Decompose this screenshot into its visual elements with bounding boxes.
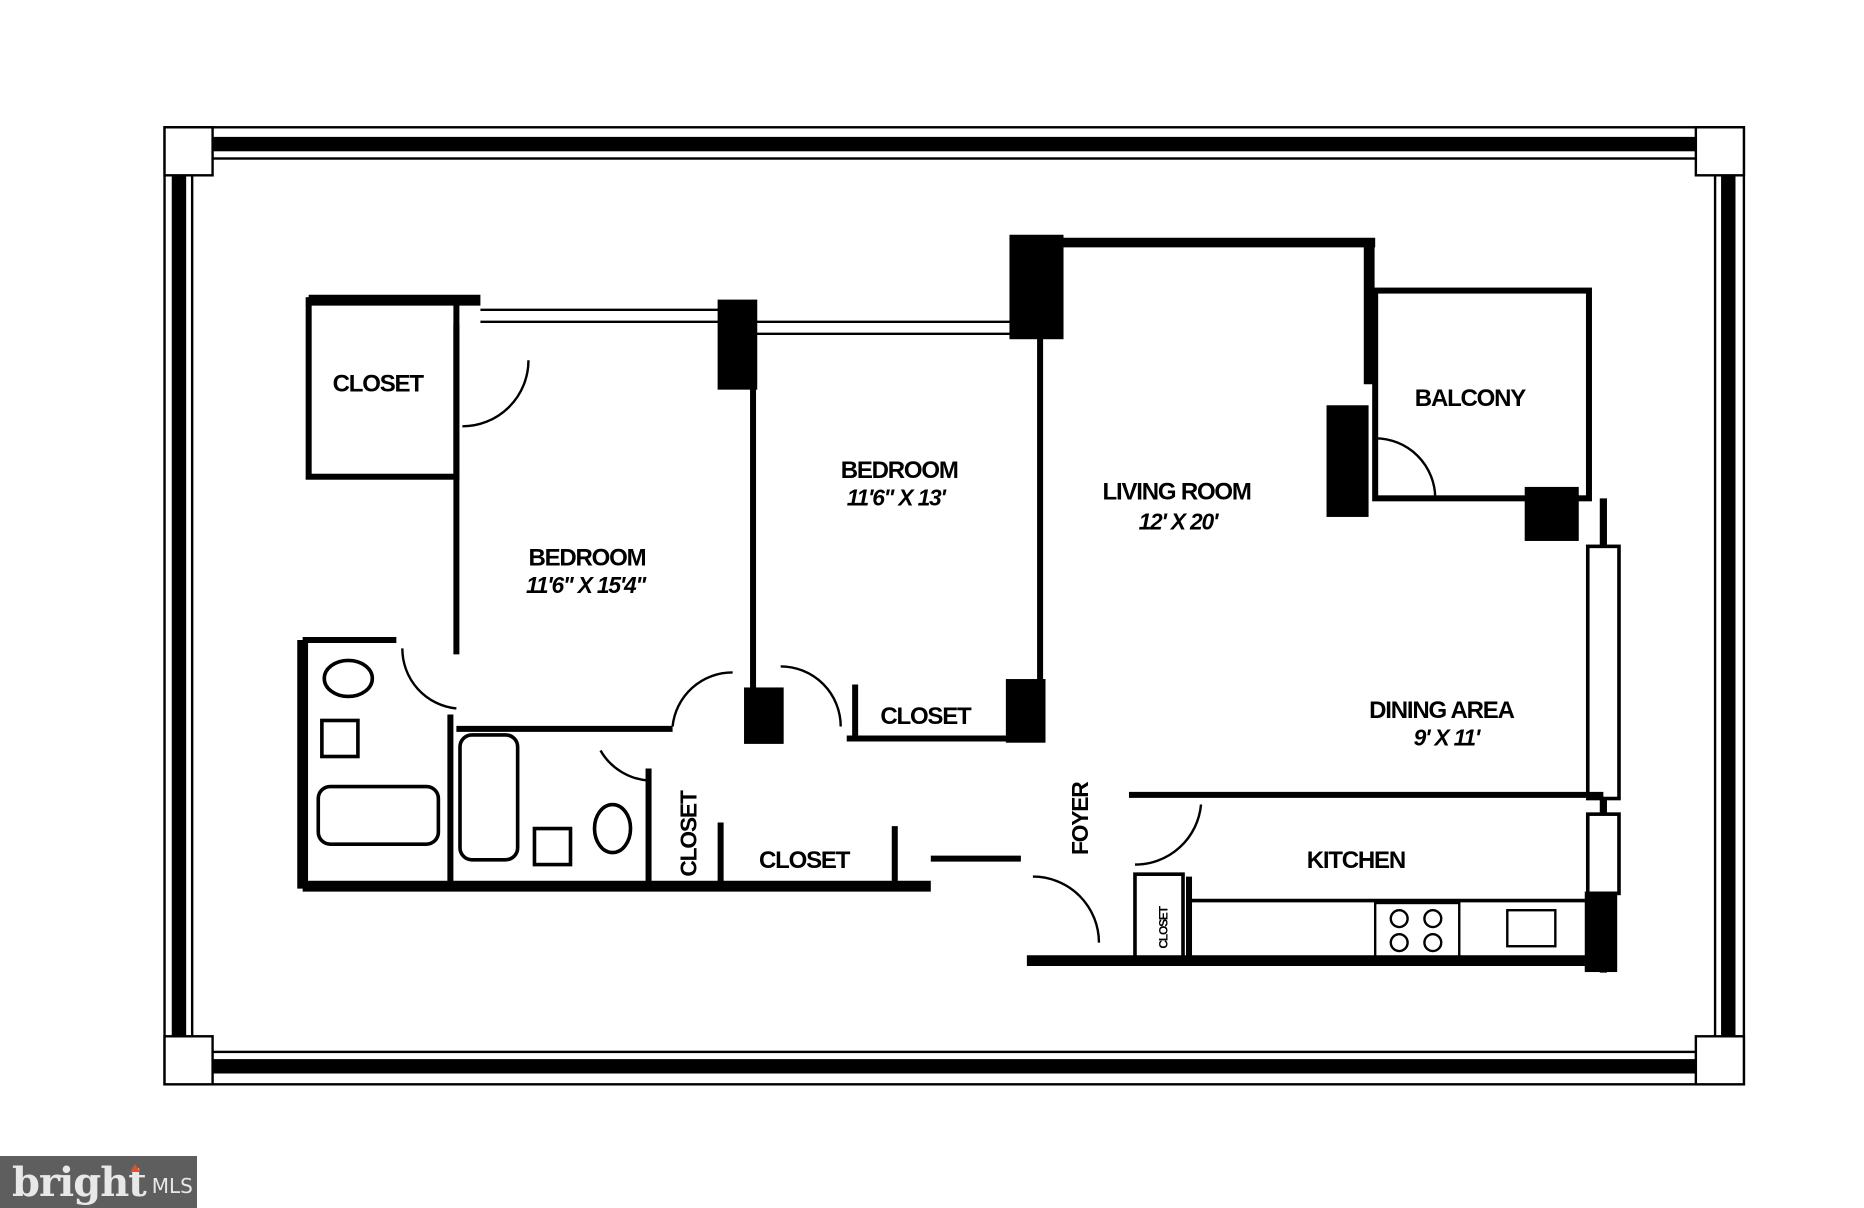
dining-area-size: 9' X 11' [1414,725,1482,751]
bright-mls-logo: bright MLS [0,1156,197,1208]
kitchen-label: KITCHEN [1307,847,1405,874]
bedroom2-label: BEDROOM [841,457,958,484]
logo-accent-icon [130,1164,140,1172]
closet-hall-vertical-label: CLOSET [676,790,702,877]
living-room-label: LIVING ROOM [1103,479,1251,506]
bedroom1-size: 11'6" X 15'4" [526,572,648,598]
bedroom1-label: BEDROOM [528,545,645,572]
closet-hall-label: CLOSET [759,847,851,874]
dining-area-label: DINING AREA [1369,697,1514,724]
logo-suffix: MLS [151,1174,193,1198]
bedroom2-size: 11'6" X 13' [847,485,948,511]
closet-foyer-label: CLOSET [1156,905,1170,948]
walls [297,234,1621,973]
balcony-label: BALCONY [1415,385,1526,412]
frame-border [163,126,1746,1086]
foyer-label: FOYER [1067,782,1093,855]
living-room-size: 12' X 20' [1139,509,1220,535]
logo-brand: bright [12,1158,147,1206]
closet-top-left-label: CLOSET [333,370,425,397]
closet-bedroom2-label: CLOSET [880,703,972,730]
